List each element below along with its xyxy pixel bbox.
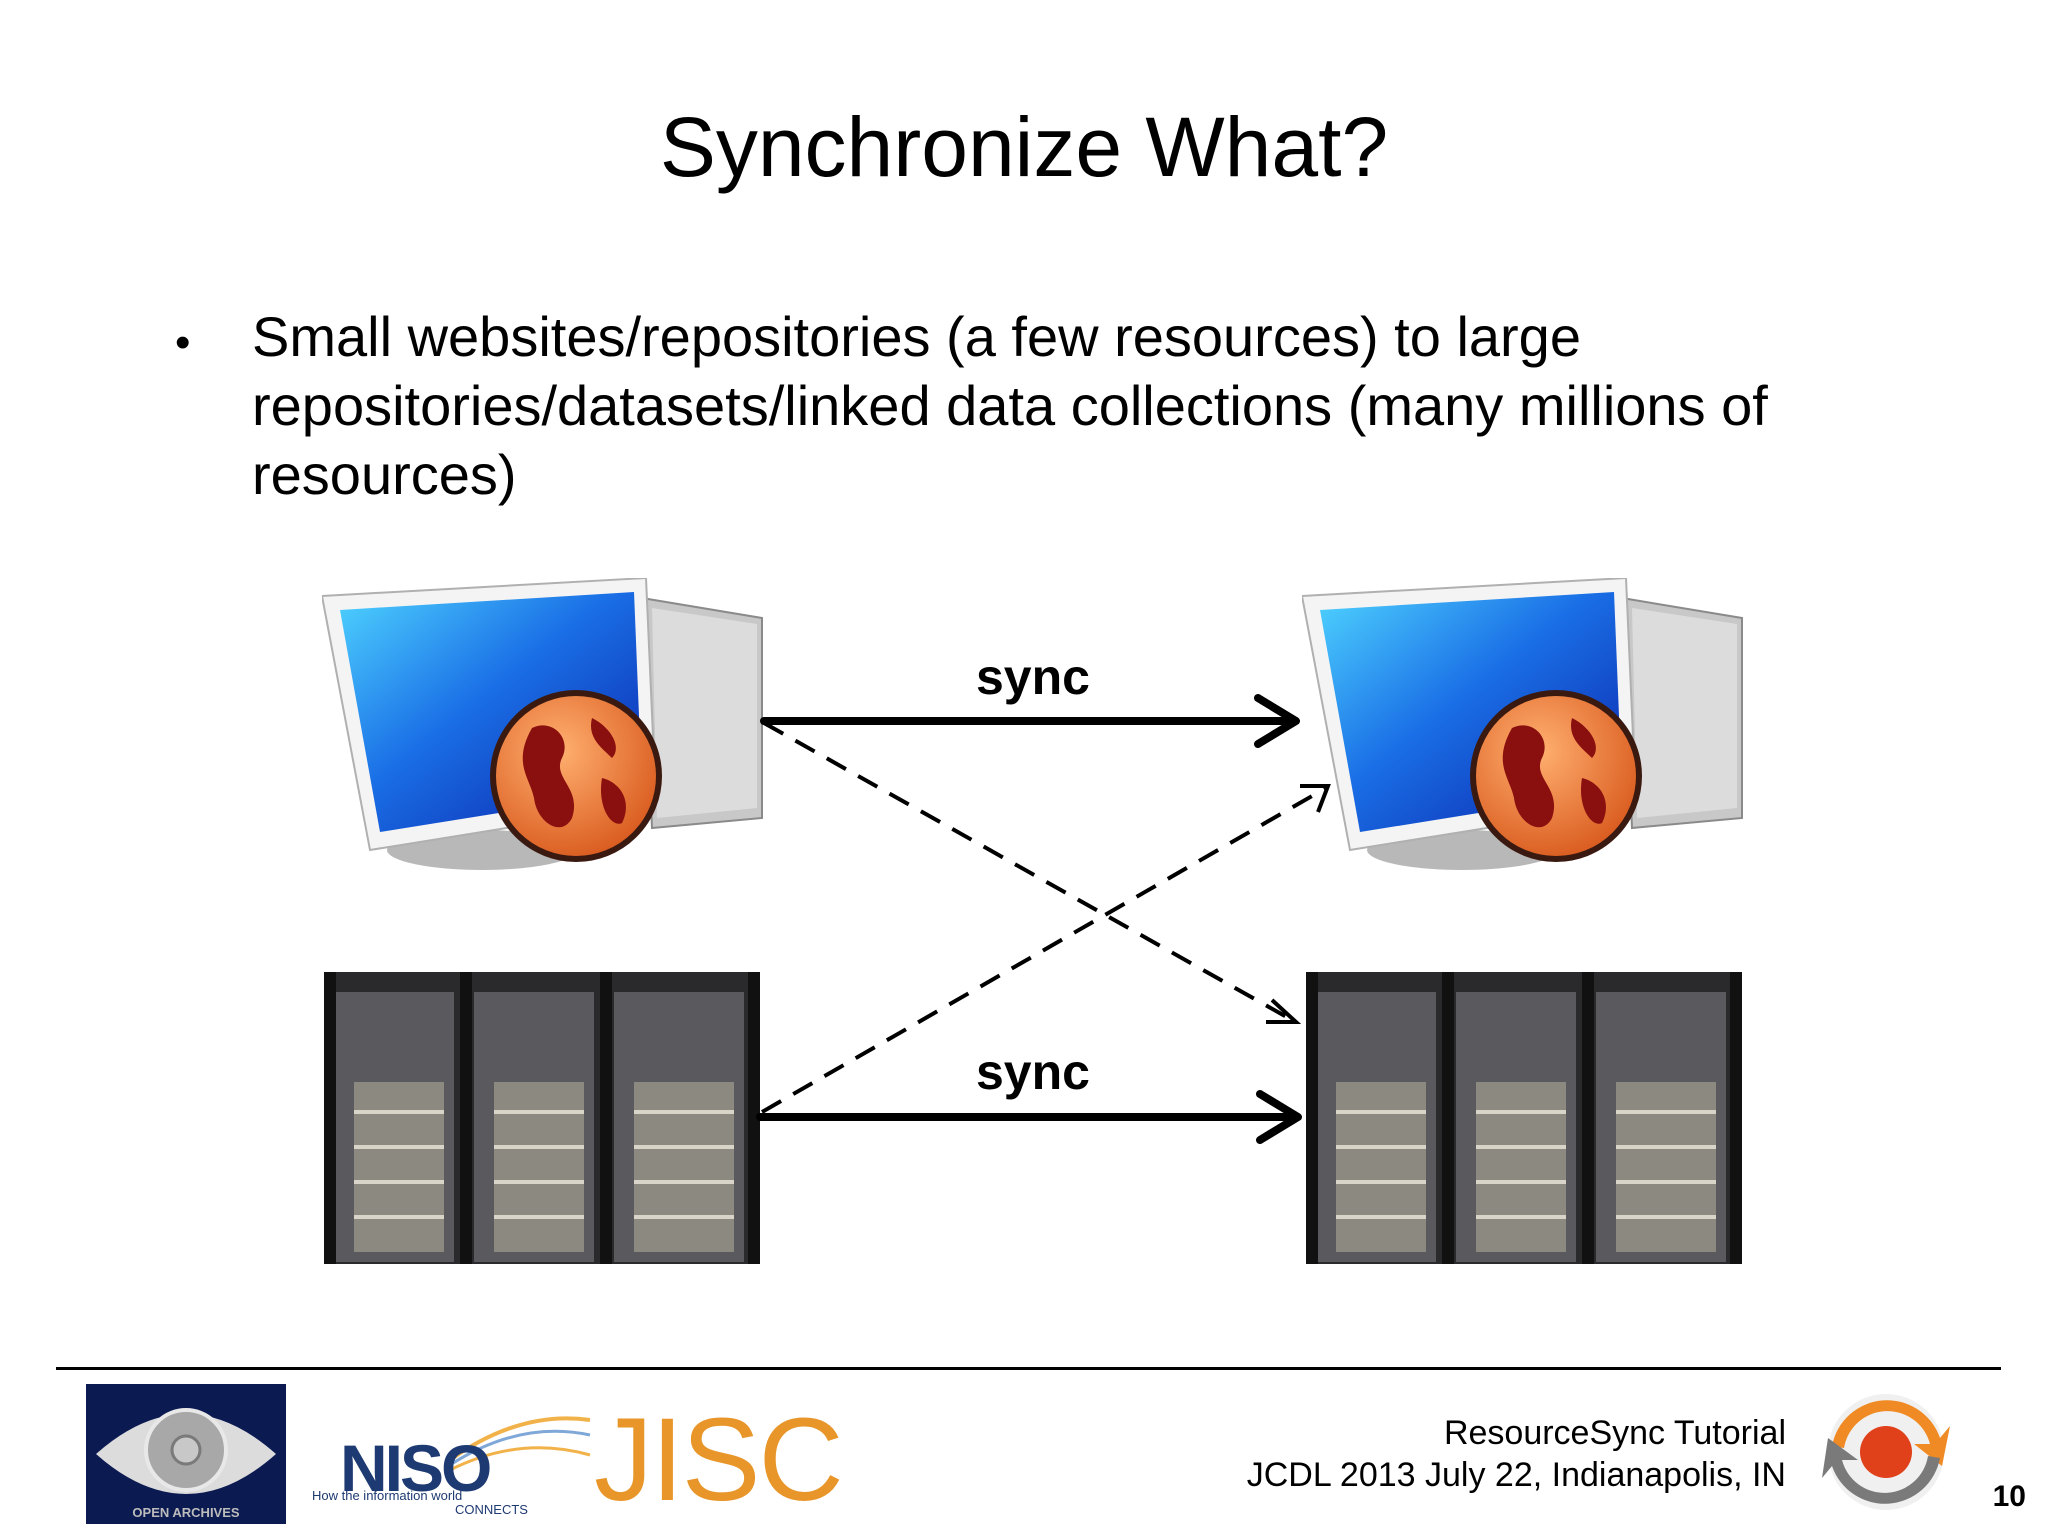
- web-server-monitor-globe-icon: [1302, 578, 1743, 870]
- footer-caption: ResourceSync Tutorial JCDL 2013 July 22,…: [1247, 1412, 1786, 1496]
- sync-arrow-top: [760, 694, 1300, 748]
- bullet-text: Small websites/repositories (a few resou…: [252, 305, 1768, 506]
- jisc-logo-text: JISC: [594, 1394, 844, 1526]
- open-archives-logo: [86, 1384, 286, 1524]
- niso-logo-text: NISO: [340, 1431, 492, 1505]
- footer-line-2: JCDL 2013 July 22, Indianapolis, IN: [1246, 1456, 1786, 1494]
- resourcesync-logo: [1822, 1394, 1950, 1510]
- niso-tagline-connects: CONNECTS: [455, 1502, 528, 1517]
- slide-title: Synchronize What?: [659, 100, 1389, 194]
- cross-sync-arrowhead-down: [1266, 998, 1302, 1024]
- page-number: 10: [1992, 1480, 2026, 1513]
- server-rack-photo-icon: [1306, 972, 1742, 1264]
- sync-label-top: sync: [976, 649, 1090, 705]
- footer-line-1: ResourceSync Tutorial: [1443, 1414, 1786, 1452]
- niso-swoosh-icon: [448, 1416, 591, 1472]
- web-server-monitor-globe-icon: [322, 578, 763, 870]
- sync-arrow-bottom: [756, 1090, 1302, 1144]
- footer-divider: [56, 1367, 2001, 1370]
- bullet-marker: •: [175, 318, 191, 367]
- sync-label-bottom: sync: [976, 1044, 1090, 1100]
- cross-sync-arrowhead-up: [1300, 784, 1331, 813]
- niso-tagline: How the information world: [312, 1488, 463, 1503]
- cross-sync-arrow-down: [763, 721, 1293, 1022]
- open-archives-label: OPEN ARCHIVES: [132, 1505, 240, 1520]
- server-rack-photo-icon: [324, 972, 760, 1264]
- cross-sync-arrow-up: [761, 786, 1327, 1114]
